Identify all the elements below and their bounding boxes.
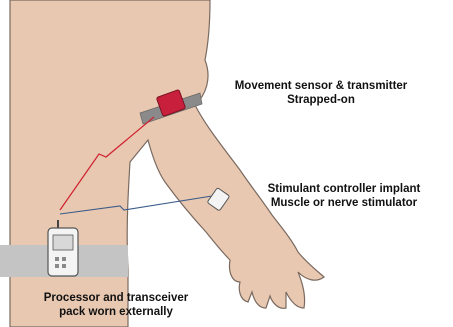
processor-pack-icon: [48, 220, 78, 276]
processor-label-line2: pack worn externally: [0, 305, 232, 319]
sensor-label-line1: Movement sensor & transmitter: [192, 79, 450, 93]
body-silhouette: [10, 0, 324, 327]
processor-label-line1: Processor and transceiver: [0, 291, 232, 305]
implant-label-line2: Muscle or nerve stimulator: [238, 196, 450, 210]
sensor-label: Movement sensor & transmitter Strapped-o…: [192, 79, 450, 107]
implant-label: Stimulant controller implant Muscle or n…: [238, 182, 450, 210]
processor-label: Processor and transceiver pack worn exte…: [0, 291, 232, 319]
sensor-label-line2: Strapped-on: [192, 93, 450, 107]
implant-label-line1: Stimulant controller implant: [238, 182, 450, 196]
